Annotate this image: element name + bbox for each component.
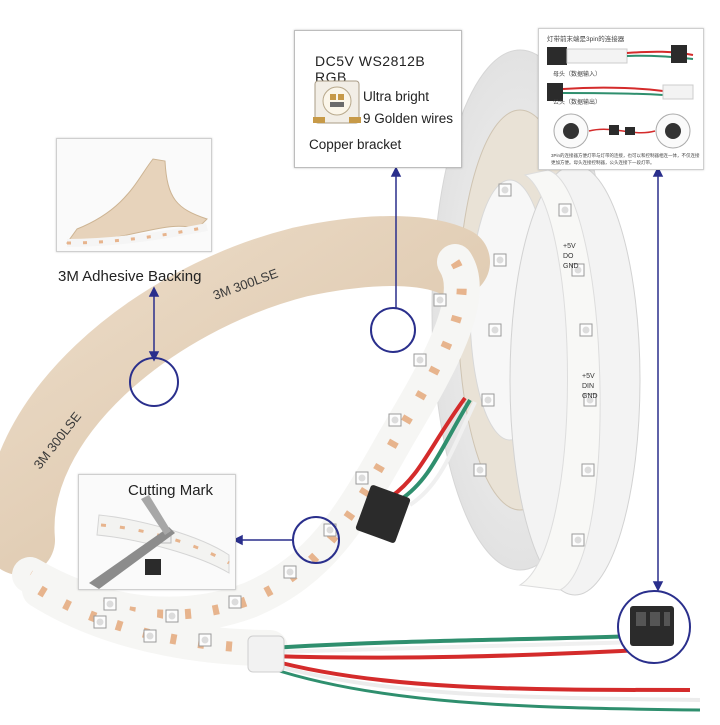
- pad-labels: +5V DO GND +5V DIN GND: [563, 243, 598, 400]
- led-lens: [561, 206, 569, 214]
- led-lens: [416, 356, 424, 364]
- connector-callout: 灯带前末端是3pin的连接器 母头（数据输入） 公头（数据输出） 3Pin的连接…: [538, 28, 704, 170]
- adhesive-tape-photo: [57, 139, 211, 251]
- led-lens: [574, 266, 582, 274]
- led-lens: [484, 396, 492, 404]
- led-lens: [582, 326, 590, 334]
- led-lens: [476, 466, 484, 474]
- led-lens: [491, 326, 499, 334]
- connector-title: 灯带前末端是3pin的连接器: [547, 36, 625, 43]
- chip-feature-bracket: Copper bracket: [309, 137, 402, 152]
- adhesive-inset: [56, 138, 212, 252]
- led-lens: [501, 186, 509, 194]
- connector-photo: [547, 45, 694, 101]
- connector-note-line2: 更加方便。母头连接控制器，公头连接下一段灯带。: [551, 160, 655, 165]
- led-lens: [496, 256, 504, 264]
- led-lens: [286, 568, 294, 576]
- led-lens: [326, 526, 334, 534]
- led-lens: [96, 618, 104, 626]
- cutting-inset: [78, 474, 236, 590]
- led-lens: [574, 536, 582, 544]
- led-chips: [93, 183, 597, 647]
- pad-label: DIN: [582, 383, 594, 390]
- led-lens: [106, 600, 114, 608]
- pad-label: GND: [563, 263, 579, 270]
- pad-label: +5V: [563, 243, 576, 250]
- led-lens: [168, 612, 176, 620]
- callout-lines: [148, 166, 664, 592]
- reel-thumbnails: [553, 113, 691, 149]
- led-lens: [584, 466, 592, 474]
- led-lens: [231, 598, 239, 606]
- chip-spec-callout: DC5V WS2812B RGB Ultra bright 9 Golden w…: [294, 30, 462, 168]
- wire-bundle: [247, 396, 701, 712]
- connector-note-line1: 3Pin的连接器方便灯带与灯带的连接，也可以和控制器相连一体，不仅连接: [551, 153, 700, 158]
- connector-female-label: 公头（数据输出）: [553, 100, 602, 106]
- ws2812b-chip-icon: [313, 80, 361, 124]
- led-lens: [146, 632, 154, 640]
- led-lens: [391, 416, 399, 424]
- reel-front: [509, 164, 641, 596]
- strip-loop: [0, 216, 490, 666]
- led-lens: [436, 296, 444, 304]
- cutting-mark-label: Cutting Mark: [128, 482, 214, 499]
- adhesive-backing-label: 3M Adhesive Backing: [58, 268, 202, 285]
- connector-male-label: 母头（数据输入）: [553, 72, 602, 78]
- chip-feature-wires: 9 Golden wires: [363, 111, 454, 126]
- pad-label: +5V: [582, 373, 595, 380]
- pad-label: GND: [582, 393, 598, 400]
- led-lens: [586, 396, 594, 404]
- chip-feature-brightness: Ultra bright: [363, 89, 430, 104]
- pad-label: DO: [563, 253, 574, 260]
- led-lens: [201, 636, 209, 644]
- led-lens: [358, 474, 366, 482]
- cutting-scissors-photo: [79, 475, 235, 589]
